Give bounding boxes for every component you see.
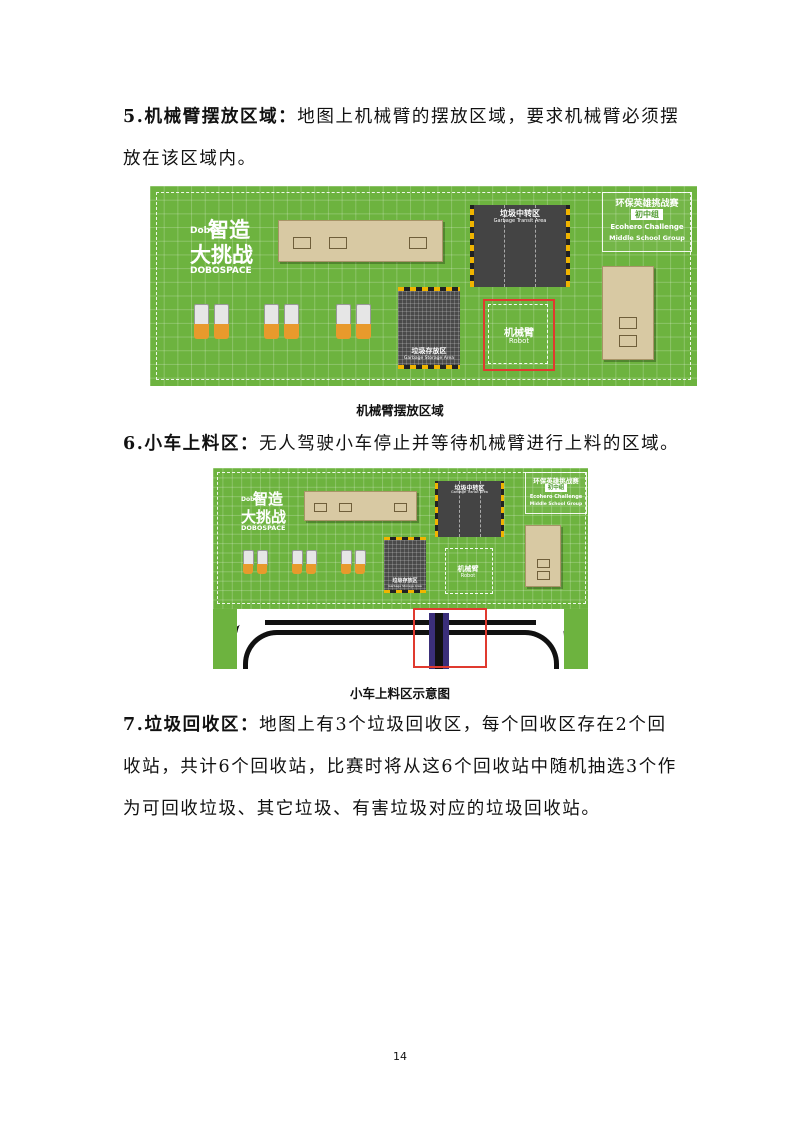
logo-dobot-text: Dobot xyxy=(190,225,221,236)
robot-label-cn: 机械臂 xyxy=(504,328,534,339)
garbage-storage-area xyxy=(398,291,460,365)
garbage-transit-area xyxy=(474,205,566,287)
transit-lane-line xyxy=(535,205,536,287)
bin-pair-1 xyxy=(194,304,236,344)
right-recycling-shelf xyxy=(525,525,561,587)
storage-label-en: Garbage Storage Area xyxy=(403,356,455,361)
storage-label-cn: 垃圾存放区 xyxy=(392,578,418,584)
garbage-transit-area xyxy=(438,481,501,537)
shelf-slot xyxy=(314,503,327,512)
figure-2-caption: 小车上料区示意图 xyxy=(349,686,450,701)
transit-lane-line xyxy=(480,481,481,537)
robot-area-map-figure: Dobot智造 大挑战 DOBOSPACE 垃圾中转区 Garbage Tran… xyxy=(150,186,697,386)
storage-label-cn: 垃圾存放区 xyxy=(411,347,447,355)
page-number: 14 xyxy=(393,1050,407,1063)
bin-pair-3 xyxy=(341,550,371,578)
garbage-storage-area xyxy=(384,540,426,590)
event-group-badge: 初中组 xyxy=(545,484,567,492)
transit-lane-line xyxy=(504,205,505,287)
event-title-box: 环保英雄挑战赛 初中组 Ecohero Challenge Middle Sch… xyxy=(602,192,692,252)
section-5-heading: 5.机械臂摆放区域： xyxy=(123,107,298,127)
bin-pair-1 xyxy=(243,550,273,578)
play-area-boundary xyxy=(156,192,691,380)
play-area-boundary xyxy=(217,472,586,604)
hazard-stripe xyxy=(566,205,570,287)
figure-1-caption: 机械臂摆放区域 xyxy=(356,403,444,418)
section-5-body: 地图上机械臂的摆放区域，要求机械臂必须摆放在该区域内。 xyxy=(123,107,680,169)
logo-dobot-text: Dobot xyxy=(241,495,262,503)
section-6-heading: 6.小车上料区： xyxy=(123,434,260,454)
logo-main-text: Dobot智造 xyxy=(190,218,250,242)
shelf-slot xyxy=(339,503,352,512)
event-title: 环保英雄挑战赛 xyxy=(533,477,579,485)
hazard-stripe xyxy=(384,537,426,540)
hazard-stripe xyxy=(470,205,474,287)
transit-label-cn: 垃圾中转区 xyxy=(500,209,540,218)
event-title-en1: Ecohero Challenge xyxy=(529,494,583,500)
robot-label-en: Robot xyxy=(508,337,530,345)
shelf-slot xyxy=(394,503,407,512)
shelf-slot xyxy=(537,559,550,568)
event-title-en2: Middle School Group xyxy=(529,502,583,507)
shelf-slot xyxy=(329,237,347,249)
event-title-en1: Ecohero Challenge xyxy=(610,223,684,231)
hazard-stripe xyxy=(398,365,460,369)
event-title-en2: Middle School Group xyxy=(609,234,685,242)
section-7-body: 地图上有3个垃圾回收区，每个回收区存在2个回收站，共计6个回收站，比赛时将从这6… xyxy=(123,715,677,819)
section-6-body: 无人驾驶小车停止并等待机械臂进行上料的区域。 xyxy=(259,434,680,454)
bin-pair-2 xyxy=(264,304,306,344)
section-7-paragraph: 7.垃圾回收区：地图上有3个垃圾回收区，每个回收区存在2个回收站，共计6个回收站… xyxy=(123,704,683,830)
event-group-badge: 初中组 xyxy=(631,209,663,220)
event-title: 环保英雄挑战赛 xyxy=(615,199,679,209)
hazard-stripe xyxy=(435,481,438,537)
top-recycling-shelf xyxy=(304,491,417,521)
shelf-slot xyxy=(619,335,637,347)
car-loading-area-highlight xyxy=(413,608,487,668)
right-recycling-shelf xyxy=(602,266,654,360)
car-track-line-inner xyxy=(243,630,559,669)
section-6-paragraph: 6.小车上料区：无人驾驶小车停止并等待机械臂进行上料的区域。 xyxy=(123,423,683,465)
section-7-heading: 7.垃圾回收区： xyxy=(123,715,260,735)
loading-area-map-figure: Dobot智造 大挑战 DOBOSPACE 垃圾中转区 Garbage Tran… xyxy=(213,468,588,669)
hazard-stripe xyxy=(384,590,426,593)
bin-pair-2 xyxy=(292,550,322,578)
shelf-slot xyxy=(619,317,637,329)
transit-lane-line xyxy=(459,481,460,537)
logo-main2-text: 大挑战 xyxy=(241,508,287,526)
transit-label-en: Garbage Transit Area xyxy=(493,218,547,224)
road-corner-green xyxy=(213,609,237,669)
loading-zone-line xyxy=(435,613,443,669)
road-corner-green xyxy=(564,609,588,669)
shelf-slot xyxy=(409,237,427,249)
section-5-paragraph: 5.机械臂摆放区域：地图上机械臂的摆放区域，要求机械臂必须摆放在该区域内。 xyxy=(123,96,683,180)
transit-label-cn: 垃圾中转区 xyxy=(454,485,485,492)
robot-area-highlight xyxy=(483,299,555,371)
event-title-box: 环保英雄挑战赛 初中组 Ecohero Challenge Middle Sch… xyxy=(525,472,587,514)
hazard-stripe xyxy=(398,287,460,291)
robot-label-cn: 机械臂 xyxy=(457,565,479,573)
bin-pair-3 xyxy=(336,304,378,344)
robot-placement-area xyxy=(445,548,493,594)
shelf-slot xyxy=(537,571,550,580)
storage-label-en: Garbage Storage Area xyxy=(388,584,422,588)
transit-label-en: Garbage Transit Area xyxy=(451,490,488,494)
logo-sub-text: DOBOSPACE xyxy=(241,524,286,532)
logo-main2-text: 大挑战 xyxy=(190,243,253,267)
logo-main-text: Dobot智造 xyxy=(241,490,284,508)
robot-label-en: Robot xyxy=(460,573,476,579)
hazard-stripe xyxy=(501,481,504,537)
robot-placement-area xyxy=(488,304,548,364)
shelf-slot xyxy=(293,237,311,249)
top-recycling-shelf xyxy=(278,220,443,262)
logo-sub-text: DOBOSPACE xyxy=(190,266,252,276)
